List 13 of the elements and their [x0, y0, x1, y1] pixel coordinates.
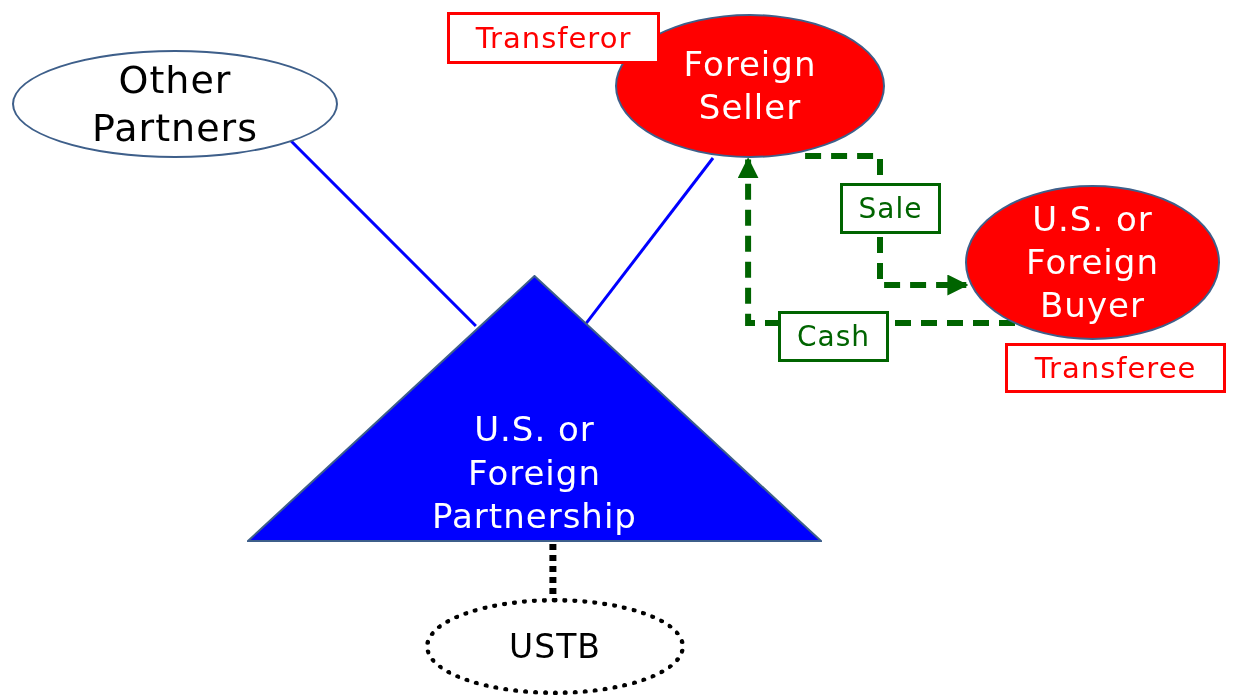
- node-label: U.S. or Foreign Partnership: [431, 408, 638, 538]
- connector-line: [585, 157, 715, 324]
- role-tag: [1005, 343, 1226, 393]
- connector-line: [549, 543, 557, 597]
- edge-label: Sale: [840, 183, 941, 234]
- edge-label: Cash: [778, 311, 889, 362]
- node-label: Other Partners: [91, 56, 259, 152]
- node-label: USTB: [509, 625, 601, 668]
- node-label: U.S. or Foreign Buyer: [1025, 197, 1160, 328]
- node-label: Transferee: [1034, 349, 1197, 387]
- node-label: Transferor: [475, 19, 632, 57]
- node-label: Foreign Seller: [682, 42, 818, 129]
- role-tag: [447, 12, 660, 64]
